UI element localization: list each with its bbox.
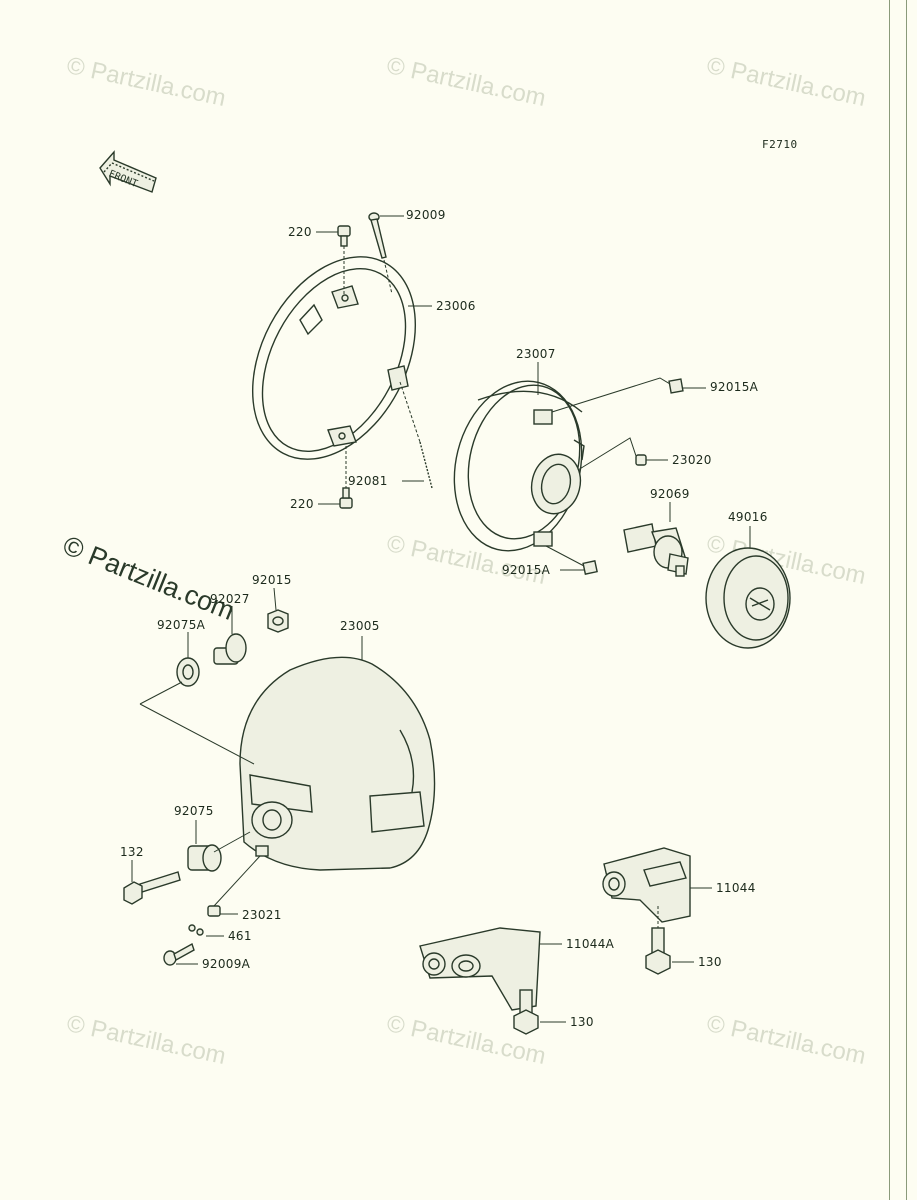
bolt-130-right <box>645 927 671 975</box>
label-49016: 49016 <box>728 510 768 524</box>
grommet-92075a <box>176 657 200 687</box>
collar-92027 <box>213 633 247 665</box>
headlight-housing <box>239 656 436 871</box>
bolt-132 <box>123 871 181 905</box>
bracket-11044 <box>602 847 691 923</box>
right-border-line <box>889 0 890 1200</box>
label-11044a: 11044A <box>566 937 615 951</box>
label-23007: 23007 <box>516 347 556 361</box>
label-92009a: 92009A <box>202 957 251 971</box>
label-220-bottom: 220 <box>290 497 314 511</box>
screw-92009 <box>368 212 387 259</box>
headlight-reflector-unit <box>453 380 585 552</box>
label-23021: 23021 <box>242 908 282 922</box>
label-92015a-top: 92015A <box>710 380 759 394</box>
clip-23021 <box>207 905 221 917</box>
clip-461 <box>188 924 204 936</box>
label-92009: 92009 <box>406 208 446 222</box>
bolt-130-bottom <box>513 989 539 1035</box>
label-130-right: 130 <box>698 955 722 969</box>
screw-220-top <box>337 225 351 247</box>
label-132: 132 <box>120 845 144 859</box>
label-92081: 92081 <box>348 474 388 488</box>
label-461: 461 <box>228 929 252 943</box>
headlight-rim-ring <box>251 256 417 460</box>
label-220-top: 220 <box>288 225 312 239</box>
grommet-92075 <box>187 844 222 872</box>
label-23006: 23006 <box>436 299 476 313</box>
label-11044: 11044 <box>716 881 756 895</box>
label-92015a-bottom: 92015A <box>502 563 551 577</box>
label-92027: 92027 <box>210 592 250 606</box>
headlight-bulb <box>623 523 689 577</box>
label-92075a: 92075A <box>157 618 206 632</box>
label-92075: 92075 <box>174 804 214 818</box>
label-130-bottom: 130 <box>570 1015 594 1029</box>
screw-92009a <box>163 942 195 966</box>
spring-92081 <box>419 441 433 489</box>
front-arrow-icon: FRONT <box>99 150 157 193</box>
screw-220-bottom <box>339 487 353 509</box>
right-border-line-outer <box>906 0 907 1200</box>
nut-92015a-top <box>668 378 684 394</box>
label-23005: 23005 <box>340 619 380 633</box>
label-23020: 23020 <box>672 453 712 467</box>
label-92069: 92069 <box>650 487 690 501</box>
clip-23020 <box>635 454 647 466</box>
nut-92015 <box>267 609 289 633</box>
bulb-dust-cover <box>705 547 791 649</box>
label-92015: 92015 <box>252 573 292 587</box>
bracket-11044a <box>419 927 541 1011</box>
figure-code: F2710 <box>762 138 798 151</box>
nut-92015a-bottom <box>582 560 598 575</box>
